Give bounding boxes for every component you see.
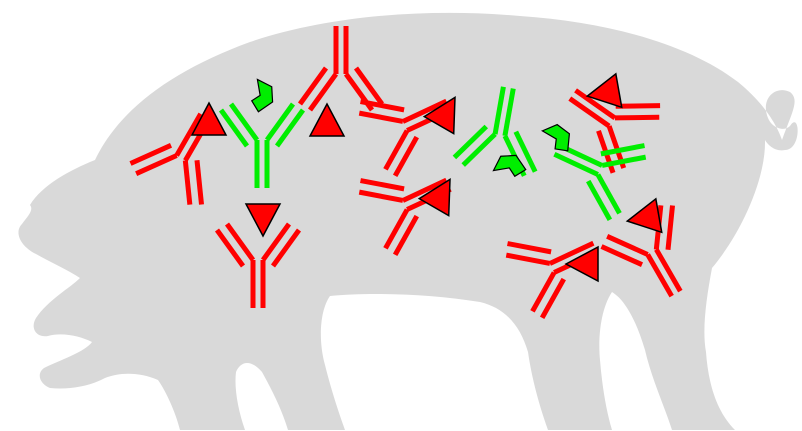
- pig-silhouette: [18, 13, 797, 430]
- pig-body: [18, 13, 797, 430]
